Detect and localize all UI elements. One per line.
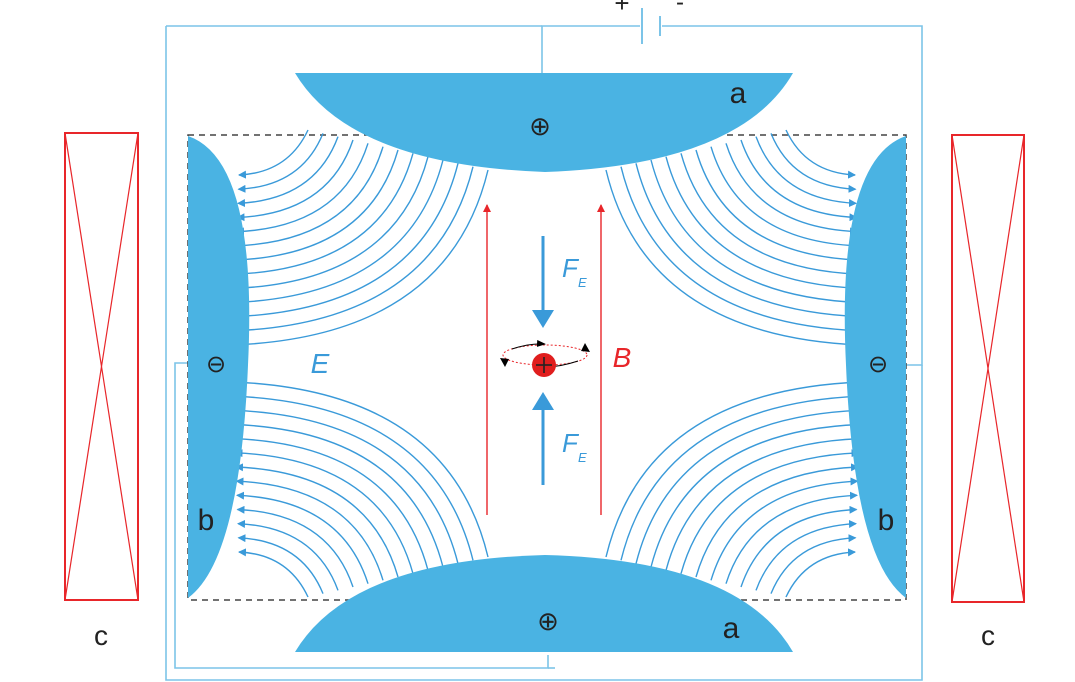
coil-left-label: c: [94, 620, 108, 651]
force-arrow-bottom: [532, 392, 554, 485]
circuit-wires: [165, 25, 923, 681]
field-line-tr-12: [785, 129, 856, 179]
force-arrow-top: [532, 236, 554, 328]
field-line-bl-1: [232, 392, 474, 561]
plus-sign-top: ⊕: [529, 111, 551, 141]
coil-left: [64, 132, 139, 601]
field-line-bl-9: [236, 505, 354, 588]
force-label-bottom-main: F: [562, 428, 580, 458]
field-line-tl-7: [235, 146, 384, 250]
coil-right-label: c: [981, 620, 995, 651]
plus-sign-bottom: ⊕: [537, 606, 559, 636]
field-line-bl-3: [233, 420, 444, 568]
field-line-tl-4: [234, 156, 429, 293]
minus-sign-left: ⊖: [206, 351, 226, 378]
field-line-tr-4: [665, 156, 860, 293]
field-line-tr-8: [725, 143, 858, 236]
battery-minus-label: -: [676, 0, 684, 16]
electric-field-label: E: [311, 348, 330, 379]
field-line-tl-0: [232, 169, 489, 349]
force-label-bottom: F E: [562, 428, 587, 465]
electric-field-lines: [232, 129, 862, 598]
field-line-tl-9: [236, 139, 354, 222]
field-line-bl-12: [238, 548, 309, 598]
field-line-tl-11: [237, 133, 324, 193]
electrode-b-left-label: b: [198, 504, 215, 537]
field-line-br-3: [650, 420, 861, 568]
field-line-bl-2: [233, 406, 459, 564]
field-line-tl-6: [235, 149, 399, 264]
field-line-tr-11: [770, 133, 857, 193]
field-line-tr-3: [650, 159, 861, 307]
field-line-tr-9: [740, 139, 858, 222]
electrode-a-top: [295, 73, 793, 172]
field-line-tr-6: [695, 149, 859, 264]
field-line-br-1: [620, 392, 862, 561]
field-line-br-11: [770, 534, 857, 594]
field-line-tr-10: [755, 136, 857, 208]
battery: + -: [614, 0, 684, 44]
electrode-b-right-label: b: [878, 504, 895, 537]
field-line-bl-11: [237, 534, 324, 594]
electrode-a-bottom: [295, 555, 793, 652]
field-line-br-8: [725, 491, 858, 584]
field-line-br-12: [785, 548, 856, 598]
electrode-a-top-label: a: [730, 77, 747, 110]
coil-right: [951, 134, 1025, 603]
field-line-tr-7: [710, 146, 859, 250]
field-line-tl-2: [233, 163, 459, 321]
field-line-bl-5: [234, 449, 414, 574]
field-line-bl-10: [237, 519, 339, 591]
field-line-bl-6: [235, 463, 399, 578]
field-line-bl-8: [236, 491, 369, 584]
field-line-br-7: [710, 477, 859, 581]
battery-plus-label: +: [614, 0, 629, 18]
field-line-br-10: [755, 519, 857, 591]
field-line-bl-0: [232, 378, 489, 558]
field-line-tr-1: [620, 166, 862, 335]
field-line-br-0: [605, 378, 862, 558]
field-line-br-5: [680, 449, 860, 574]
electrode-a-bottom-label: a: [723, 612, 740, 645]
electrode-b-left: [188, 136, 250, 598]
positive-particle: [532, 353, 556, 377]
field-line-bl-4: [234, 434, 429, 571]
force-label-top-sub: E: [578, 275, 587, 290]
force-label-top-main: F: [562, 253, 580, 283]
field-line-tr-0: [605, 169, 862, 349]
electrode-b-right: [844, 136, 906, 598]
force-label-top: F E: [562, 253, 587, 290]
force-label-bottom-sub: E: [578, 450, 587, 465]
field-line-bl-7: [235, 477, 384, 581]
field-line-tl-3: [233, 159, 444, 307]
field-line-tl-5: [234, 153, 414, 278]
minus-sign-right: ⊖: [868, 351, 888, 378]
field-line-tr-2: [635, 163, 861, 321]
field-line-br-2: [635, 406, 861, 564]
field-line-tr-5: [680, 153, 860, 278]
field-line-tl-12: [238, 129, 309, 179]
field-line-tl-10: [237, 136, 339, 208]
field-line-tl-1: [232, 166, 474, 335]
field-line-br-9: [740, 505, 858, 588]
magnetic-field-label: B: [613, 342, 632, 373]
field-line-br-4: [665, 434, 860, 571]
field-line-tl-8: [236, 143, 369, 236]
field-line-br-6: [695, 463, 859, 578]
